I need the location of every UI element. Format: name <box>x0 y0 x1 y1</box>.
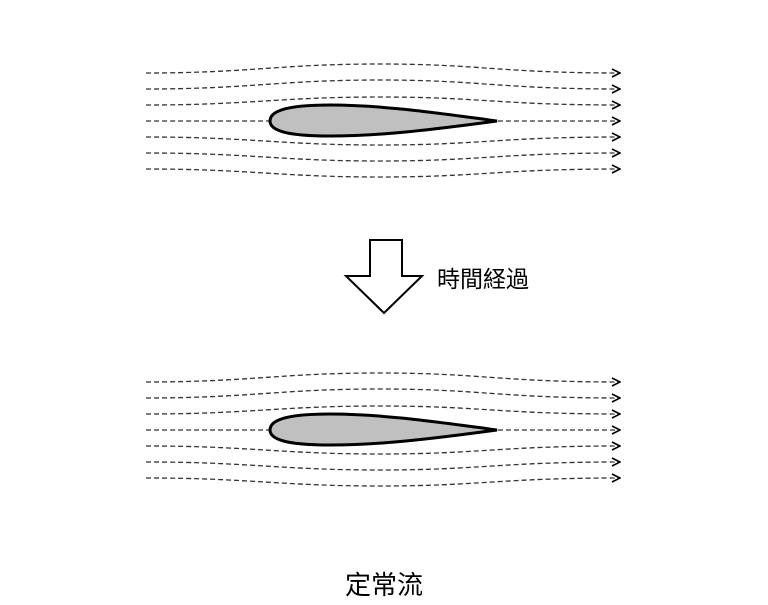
streamline <box>145 79 620 89</box>
streamline <box>145 405 620 414</box>
streamline <box>145 63 620 73</box>
streamline <box>145 462 620 471</box>
down-arrow-icon <box>343 239 425 315</box>
streamline <box>145 137 620 146</box>
airfoil <box>268 103 498 138</box>
steady-flow-label: 定常流 <box>344 571 423 601</box>
flow-field-initial <box>145 63 620 178</box>
time-elapsed-label: 時間経過 <box>437 267 529 293</box>
airfoil <box>268 412 498 447</box>
streamline <box>145 446 620 455</box>
streamline <box>145 96 620 105</box>
streamline <box>145 169 620 178</box>
streamline <box>145 478 620 487</box>
streamline <box>145 388 620 398</box>
flow-field-steady <box>145 372 620 487</box>
streamline <box>145 372 620 382</box>
streamline <box>145 153 620 162</box>
